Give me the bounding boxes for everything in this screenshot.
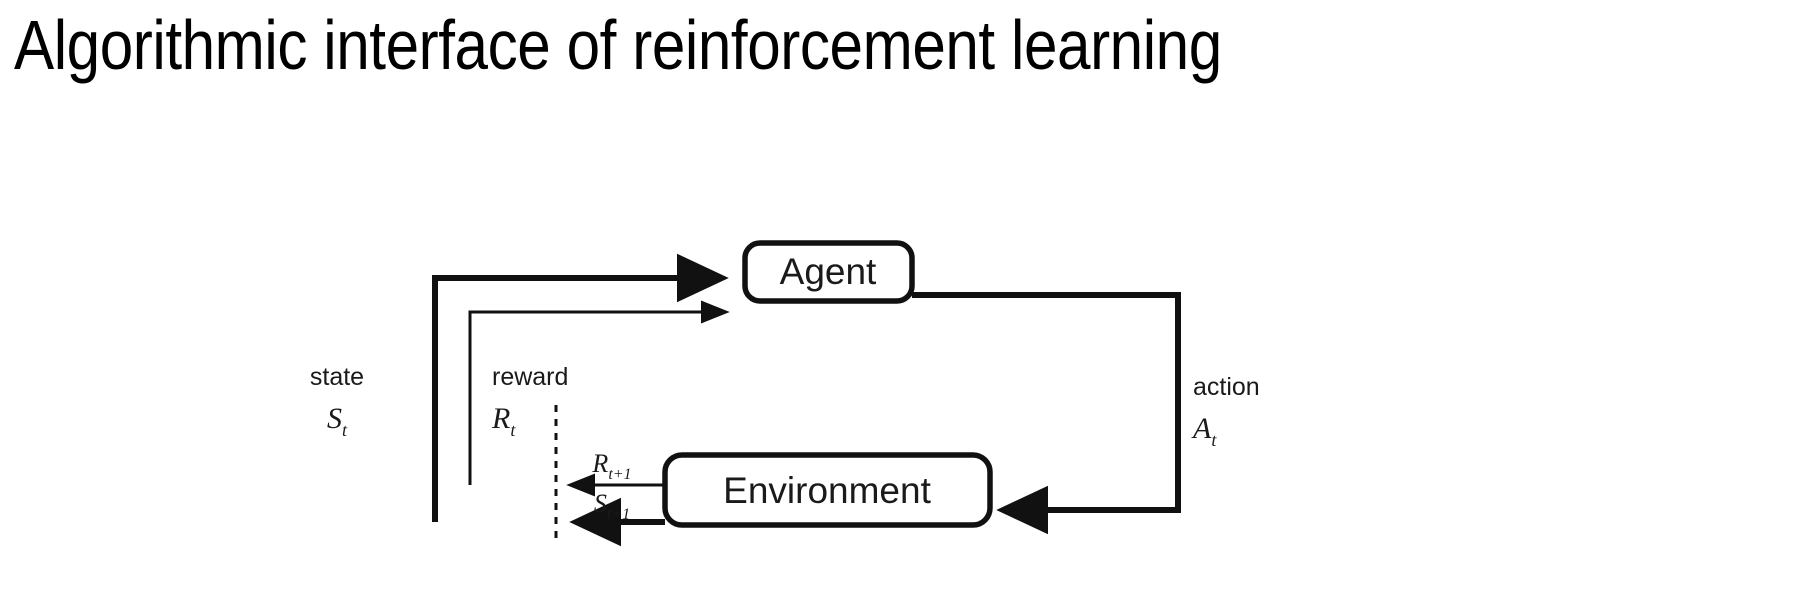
label-action-symbol: At — [1191, 412, 1217, 450]
node-agent-label: Agent — [780, 251, 877, 292]
label-action: action At — [1191, 373, 1260, 450]
node-environment[interactable]: Environment — [662, 452, 993, 528]
label-next-state: St+1 — [594, 489, 630, 523]
edge-action-to-environment — [912, 292, 1181, 535]
label-state: state St — [310, 363, 364, 440]
node-environment-label: Environment — [723, 470, 931, 511]
edge-state-to-agent — [432, 253, 729, 522]
node-agent[interactable]: Agent — [742, 240, 915, 304]
label-next-state-symbol: St+1 — [594, 489, 630, 523]
label-reward: reward Rt — [491, 363, 568, 440]
label-reward-text: reward — [492, 363, 568, 391]
label-state-text: state — [310, 363, 364, 391]
label-reward-symbol: Rt — [491, 402, 516, 440]
label-state-symbol: St — [327, 402, 348, 440]
edge-reward-to-agent — [468, 300, 730, 485]
page-title: Algorithmic interface of reinforcement l… — [14, 6, 1222, 84]
label-next-reward: Rt+1 — [591, 449, 631, 483]
label-next-reward-symbol: Rt+1 — [591, 449, 631, 483]
label-action-text: action — [1193, 373, 1260, 401]
